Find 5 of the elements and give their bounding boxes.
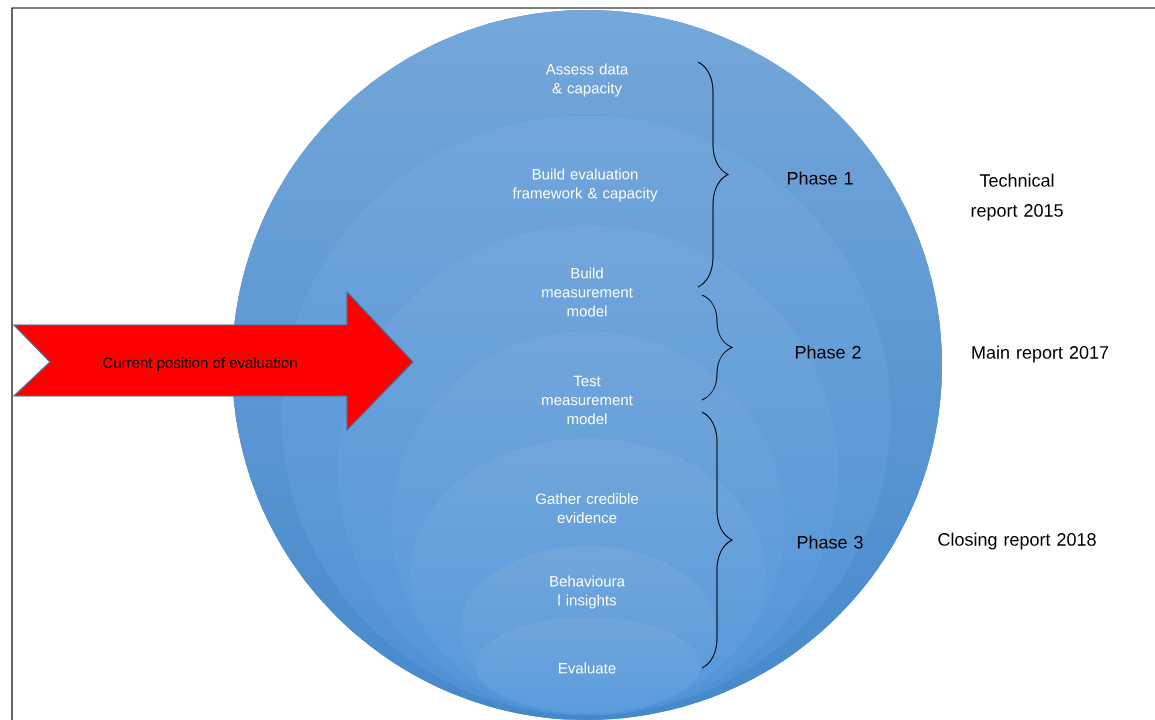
report-label: Main report 2017 [972, 345, 1109, 363]
phase-label: Phase 2 [795, 345, 861, 359]
report-label: Technical report 2015 [971, 173, 1063, 221]
phase-label: Phase 1 [787, 171, 853, 185]
phase-label: Phase 3 [797, 535, 863, 549]
